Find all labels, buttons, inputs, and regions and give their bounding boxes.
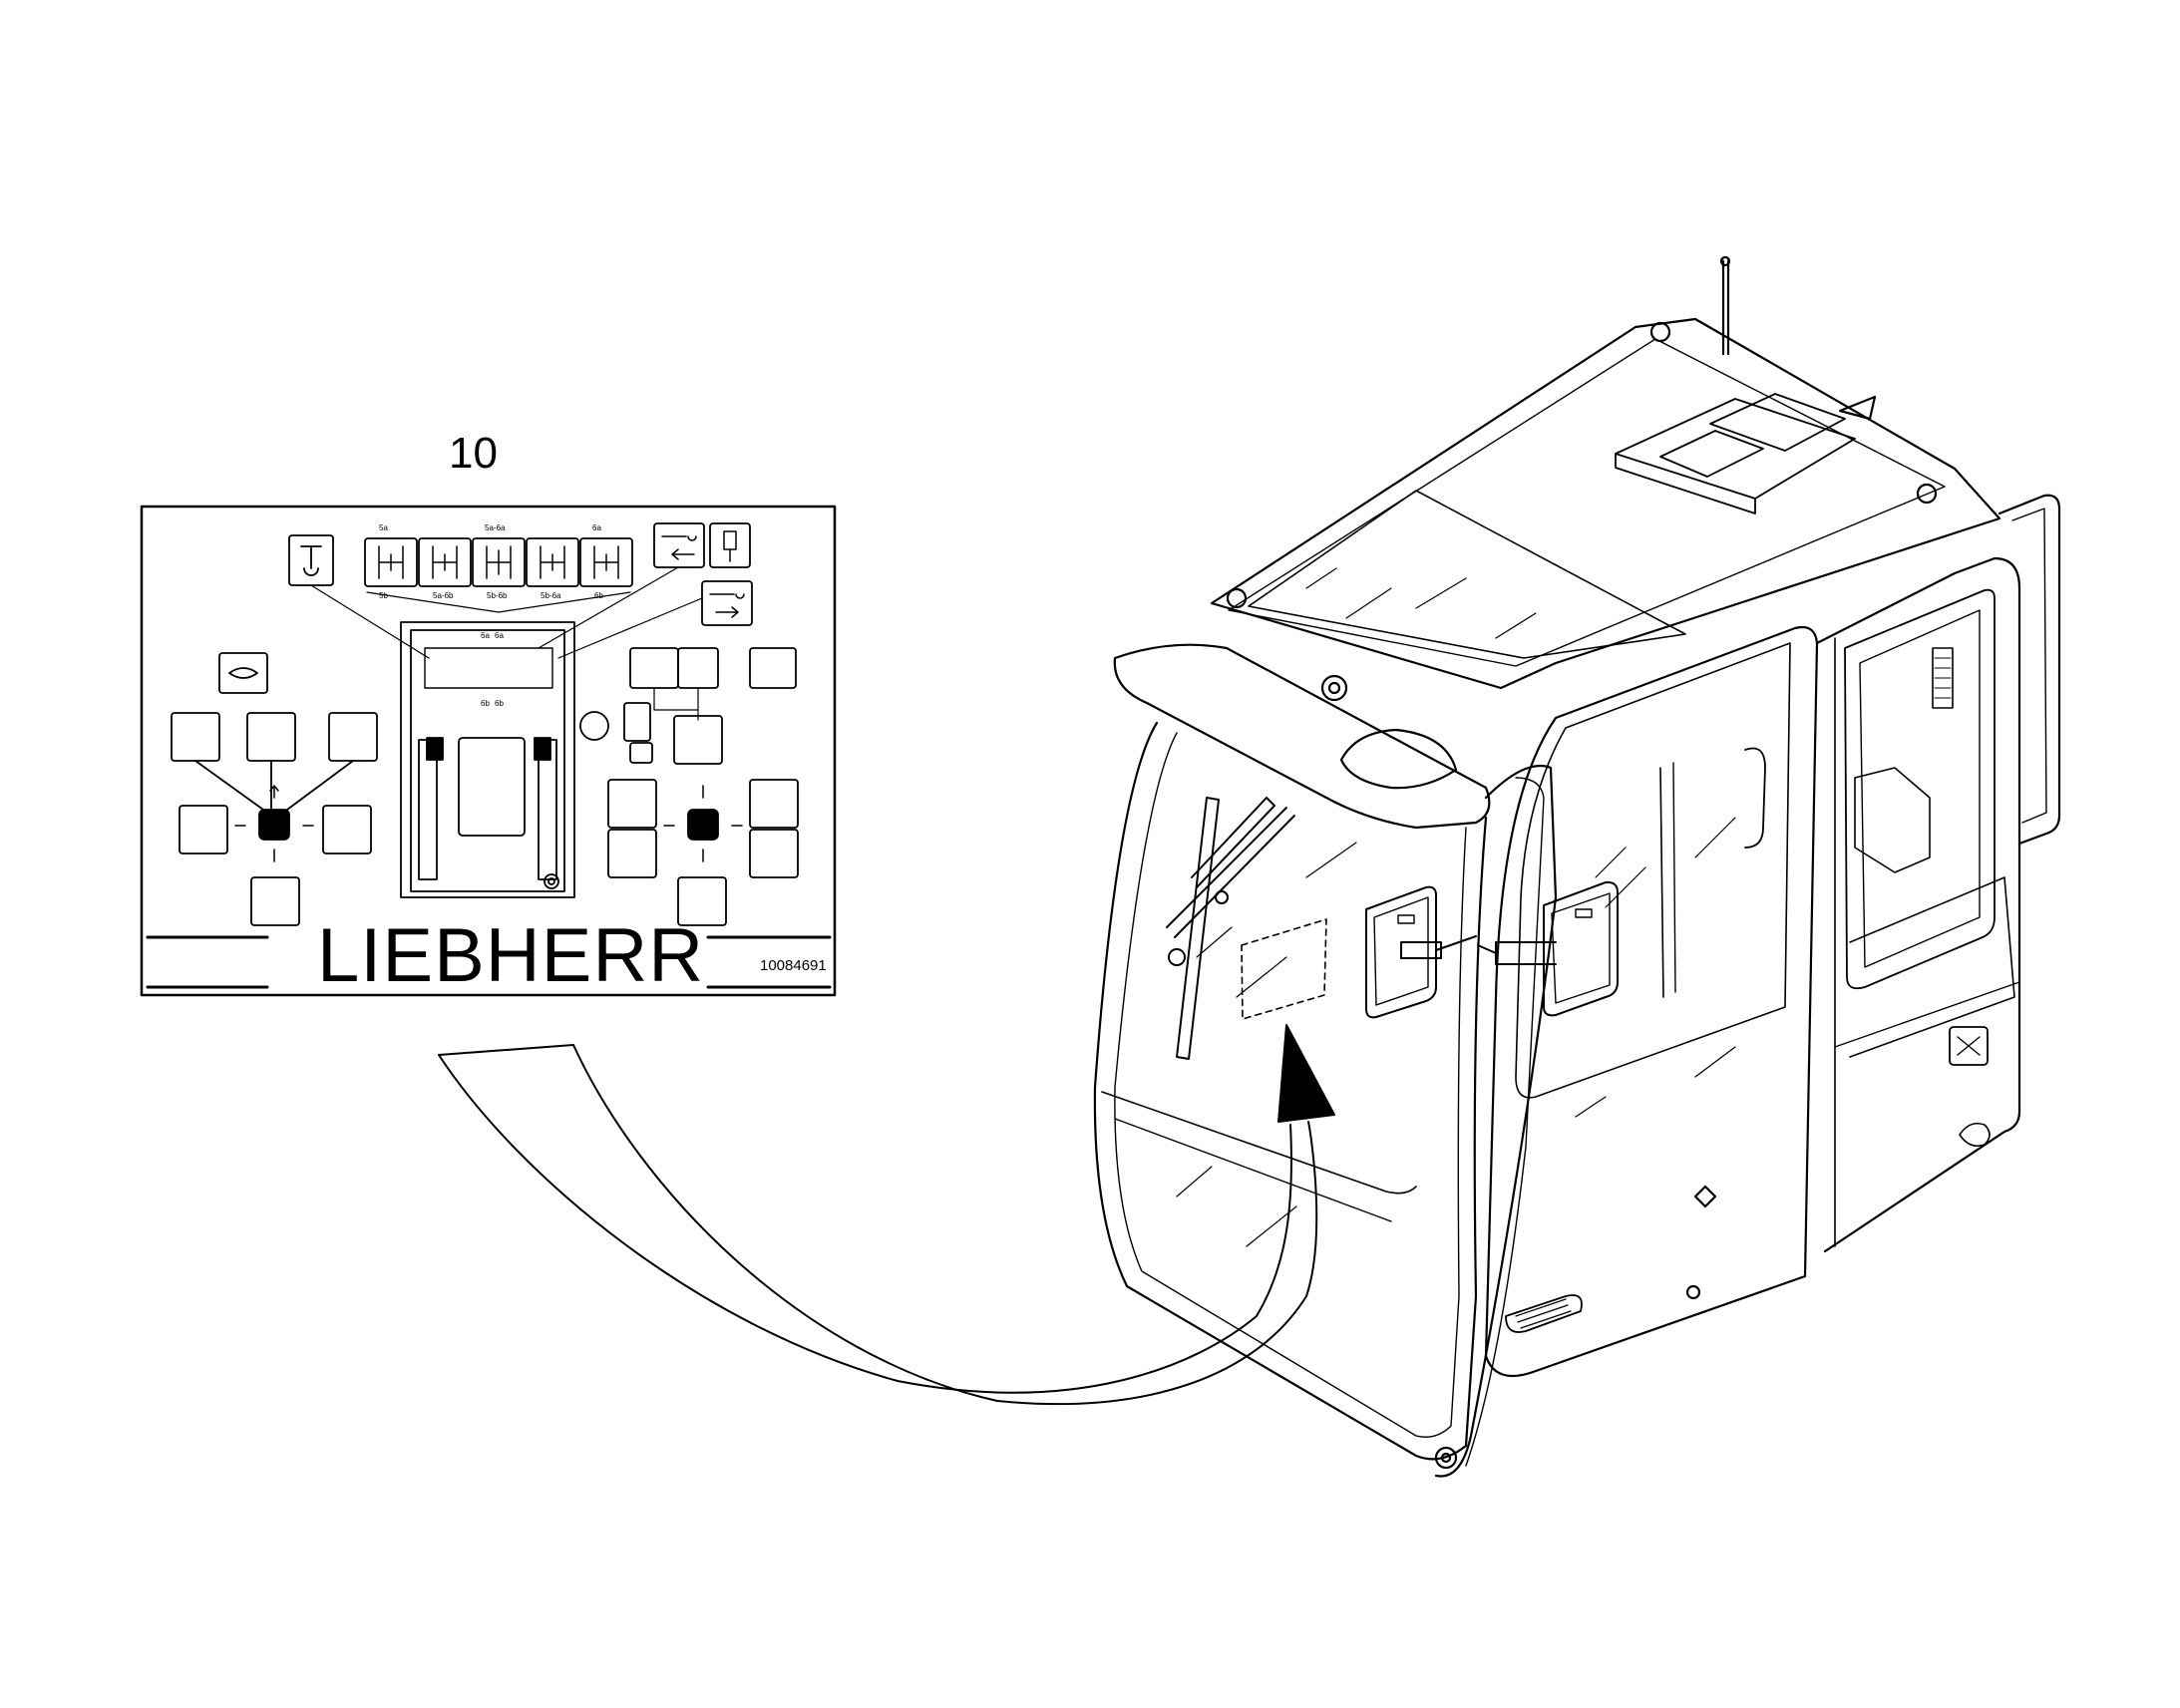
- left-joystick-cluster: [171, 652, 378, 926]
- decal-leader-lines: [310, 566, 703, 659]
- front-window-frame: [1093, 721, 1488, 1461]
- cylinder-icon-3: [701, 580, 753, 626]
- decal-small-labels: 5a 5a-6a 6a 5b 5a-6b 5b-6b 5b-6a 6b 6a 6…: [379, 523, 603, 708]
- antenna: [1719, 255, 1731, 356]
- decal-label: 5a-6a: [485, 523, 506, 532]
- right-mirror: [1477, 880, 1619, 1017]
- front-visor: [1113, 643, 1491, 830]
- right-joystick-cluster: [579, 647, 799, 926]
- decal-label: 6a: [592, 523, 601, 532]
- decal-brand-name: LIEBHERR: [317, 913, 705, 998]
- roof-hatch: [1615, 393, 1856, 514]
- decal-label: 6b: [481, 699, 490, 708]
- callout-number: 10: [449, 429, 498, 478]
- cylinder-icon-1: [653, 522, 705, 568]
- lifting-eye: [1916, 483, 1938, 505]
- rear-window: [1844, 588, 1996, 990]
- cab-plan-view: [400, 621, 575, 898]
- top-row-bracket: [366, 591, 631, 613]
- left-mirror: [1365, 885, 1477, 1019]
- decal-label: 6a: [481, 631, 490, 640]
- cab-side-body: [1815, 556, 2021, 1253]
- door-window-split: [1659, 767, 1664, 998]
- front-pillar: [1434, 764, 1558, 1478]
- decal-label: 6b: [495, 699, 504, 708]
- decal-label: 6b: [594, 591, 603, 600]
- top-icon-row: [288, 522, 753, 626]
- decal-bottom-strips: [146, 935, 832, 989]
- travel-icon-2: [418, 537, 472, 587]
- decal-placement-outline: [1241, 918, 1327, 1020]
- decal-border: [140, 505, 837, 997]
- lifting-eye: [1226, 587, 1248, 609]
- lifting-eye: [1649, 321, 1671, 343]
- cab-roof: [1210, 317, 2001, 690]
- travel-icon-4: [526, 537, 579, 587]
- rear-grab-handle: [1998, 494, 2061, 846]
- roof-skylight: [1248, 490, 1686, 659]
- travel-icon-3: [472, 537, 526, 587]
- decal-label: 6a: [495, 631, 504, 640]
- travel-icon-1: [364, 537, 418, 587]
- pointer-arrowhead: [1277, 1024, 1335, 1123]
- decal-part-number: 10084691: [760, 957, 827, 974]
- operator-seat: [1854, 767, 1931, 873]
- travel-icon-5: [579, 537, 633, 587]
- decal-panel: 5a 5a-6a 6a 5b 5a-6b 5b-6b 5b-6a 6b 6a 6…: [140, 505, 837, 997]
- decal-label: 5a: [379, 523, 388, 532]
- decal-label: 5b-6a: [541, 591, 561, 600]
- decal-label: 5b: [379, 591, 388, 600]
- windshield-wiper: [1166, 797, 1295, 1060]
- cab-door: [1484, 625, 1819, 1378]
- cylinder-icon-2: [709, 522, 751, 568]
- decal-label: 5a-6b: [433, 591, 454, 600]
- excavator-cab: [1093, 255, 2061, 1478]
- door-handle: [1505, 1294, 1583, 1333]
- pointer-curve: [438, 1024, 1335, 1406]
- decal-label: 5b-6b: [487, 591, 508, 600]
